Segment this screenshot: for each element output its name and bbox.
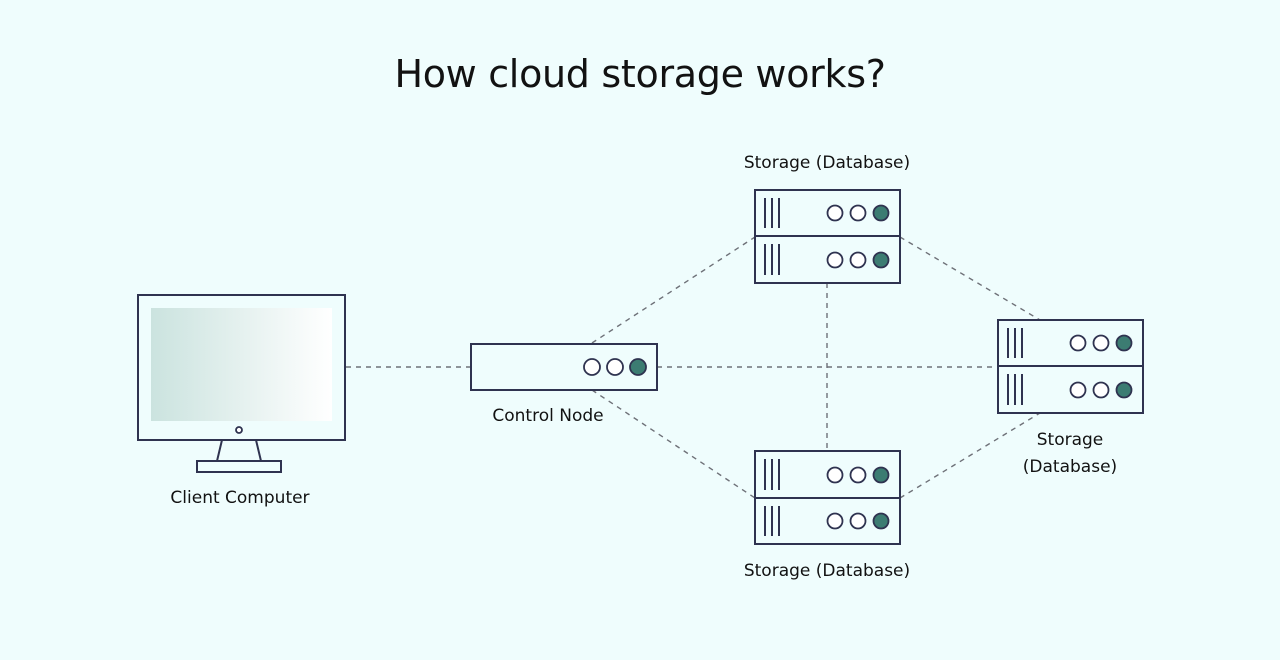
storage-bottom-server-icon (754, 450, 901, 545)
led-active-icon (1115, 381, 1133, 399)
led-icon (849, 466, 867, 484)
led-icon (1092, 334, 1110, 352)
led-active-icon (872, 251, 890, 269)
led-icon (583, 358, 601, 376)
link-storage-bottom-right (899, 412, 1041, 499)
link-storage-top-right (899, 236, 1041, 321)
power-button-icon (235, 426, 243, 434)
monitor-screen (151, 308, 332, 421)
led-icon (826, 251, 844, 269)
led-icon (606, 358, 624, 376)
led-icon (826, 204, 844, 222)
storage-right-server-icon (997, 319, 1144, 414)
led-active-icon (872, 204, 890, 222)
control-node-box (470, 343, 658, 391)
link-control-storage-top (591, 236, 756, 344)
led-icon (849, 251, 867, 269)
led-icon (1092, 381, 1110, 399)
connections (346, 236, 1041, 499)
led-icon (849, 204, 867, 222)
storage-right-label-line2: (Database) (1022, 457, 1118, 477)
led-active-icon (629, 358, 647, 376)
client-computer-label: Client Computer (170, 488, 310, 508)
storage-bottom-label: Storage (Database) (743, 561, 911, 581)
led-icon (826, 466, 844, 484)
control-node-label: Control Node (492, 406, 604, 426)
led-active-icon (872, 512, 890, 530)
client-computer-icon (137, 294, 346, 473)
storage-top-label: Storage (Database) (743, 153, 911, 173)
monitor-base (196, 460, 282, 473)
led-icon (826, 512, 844, 530)
diagram-title: How cloud storage works? (394, 52, 886, 96)
led-icon (1069, 334, 1087, 352)
led-icon (849, 512, 867, 530)
link-control-storage-bottom (591, 389, 756, 499)
storage-right-label-line1: Storage (1036, 430, 1104, 450)
led-icon (1069, 381, 1087, 399)
control-node-icon (470, 343, 658, 391)
led-active-icon (872, 466, 890, 484)
led-active-icon (1115, 334, 1133, 352)
monitor-stand (215, 439, 263, 462)
storage-top-server-icon (754, 189, 901, 284)
